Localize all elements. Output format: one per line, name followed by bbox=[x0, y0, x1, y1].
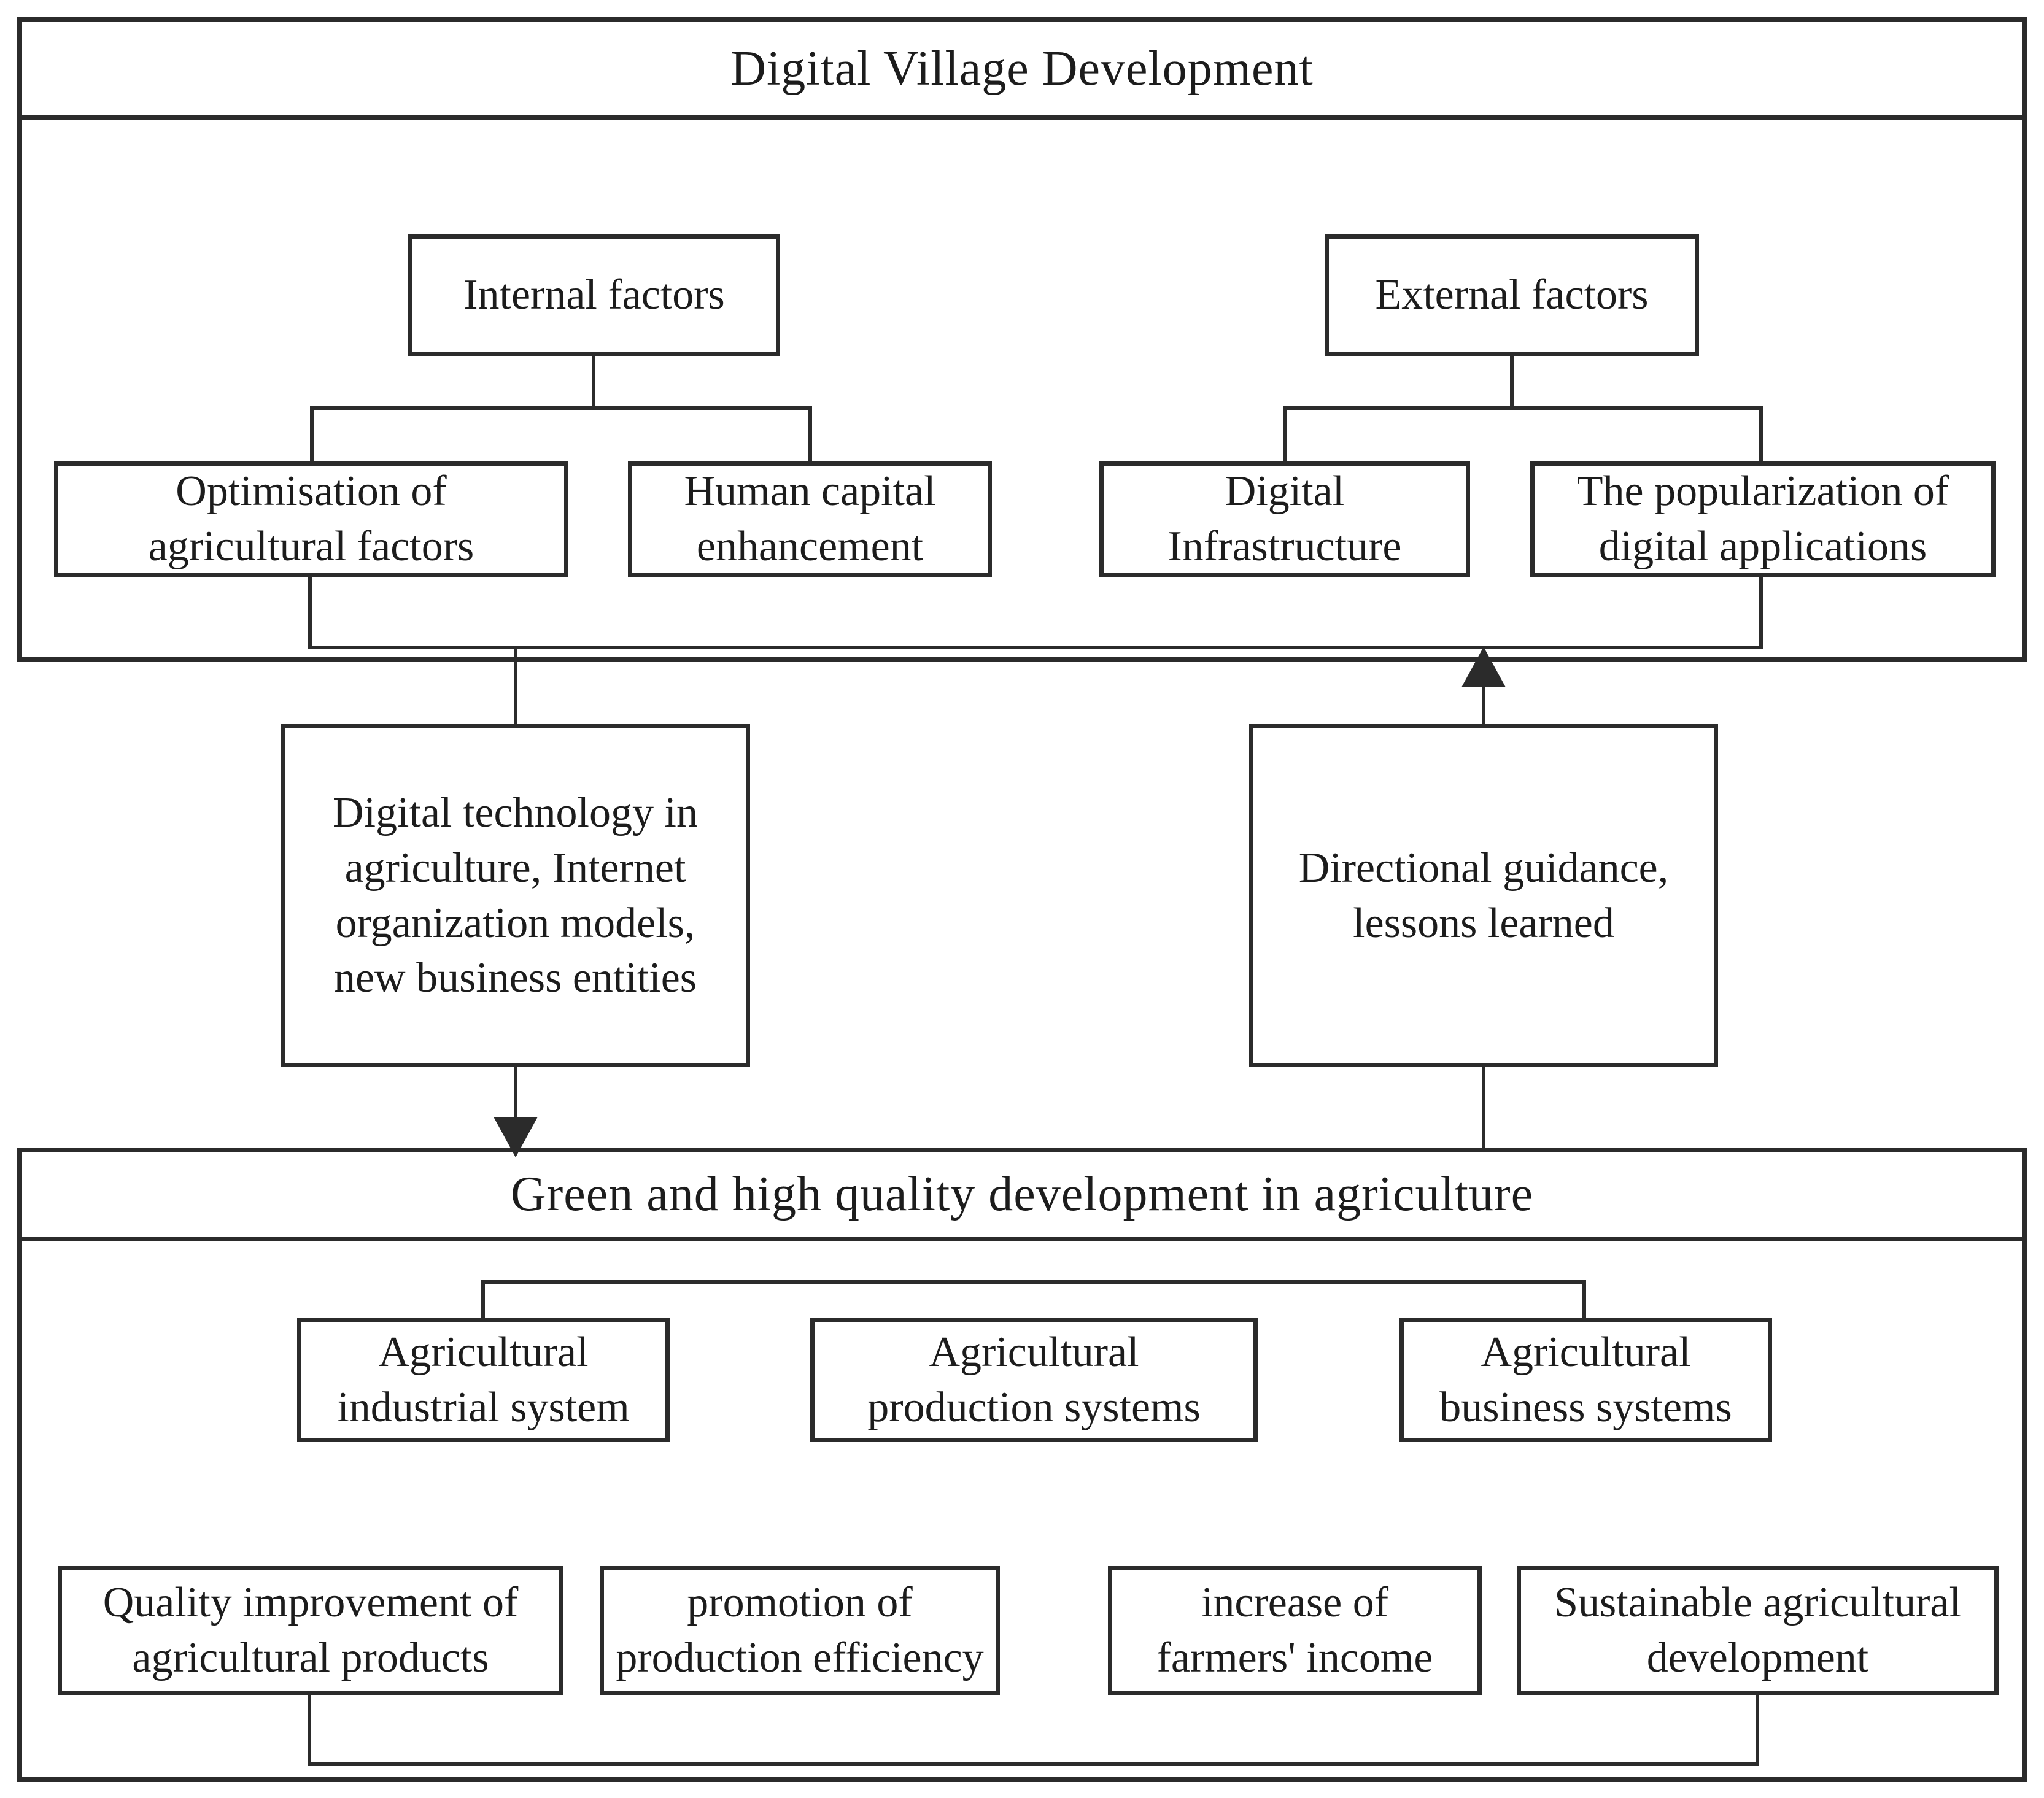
arrow-up-icon bbox=[1461, 647, 1506, 687]
connector-external-stem bbox=[1510, 356, 1514, 409]
bottom-container-title: Green and high quality development in ag… bbox=[22, 1152, 2022, 1241]
node-agricultural-industrial-system: Agricultural industrial system bbox=[297, 1318, 670, 1442]
node-popularization-digital-applications: The popularization of digital applicatio… bbox=[1530, 461, 1996, 577]
node-agricultural-production-systems: Agricultural production systems bbox=[810, 1318, 1258, 1442]
node-internal-factors: Internal factors bbox=[408, 234, 780, 356]
node-optimisation-agricultural-factors: Optimisation of agricultural factors bbox=[54, 461, 568, 577]
connector-internal-stem bbox=[592, 356, 595, 409]
connector-external-right-drop bbox=[1759, 406, 1763, 463]
connector-bus-to-digital-technology bbox=[514, 646, 517, 725]
connector-digital-down-shaft bbox=[514, 1067, 517, 1120]
connector-internal-right-drop bbox=[808, 406, 812, 463]
connector-bottom-to-guidance bbox=[1482, 1067, 1485, 1150]
connector-internal-left-drop bbox=[310, 406, 314, 463]
top-container-title: Digital Village Development bbox=[22, 22, 2022, 120]
connector-bottom-bus bbox=[481, 1280, 1586, 1284]
node-digital-infrastructure: Digital Infrastructure bbox=[1099, 461, 1470, 577]
node-promotion-efficiency: promotion of production efficiency bbox=[600, 1566, 1000, 1695]
connector-popularization-down bbox=[1759, 577, 1763, 649]
connector-quality-down bbox=[308, 1695, 311, 1766]
node-increase-farmers-income: increase of farmers' income bbox=[1108, 1566, 1482, 1695]
connector-external-left-drop bbox=[1283, 406, 1287, 463]
connector-bottom-u bbox=[308, 1762, 1759, 1766]
connector-top-bottom-bus bbox=[308, 646, 1763, 649]
node-human-capital-enhancement: Human capital enhancement bbox=[628, 461, 992, 577]
node-digital-technology: Digital technology in agriculture, Inter… bbox=[281, 724, 750, 1067]
connector-bottom-bus-left-drop bbox=[481, 1280, 485, 1319]
connector-optimisation-down bbox=[308, 577, 312, 649]
connector-guidance-up-shaft bbox=[1482, 685, 1485, 725]
node-sustainable-development: Sustainable agricultural development bbox=[1517, 1566, 1999, 1695]
connector-internal-bus bbox=[310, 406, 812, 410]
node-agricultural-business-systems: Agricultural business systems bbox=[1399, 1318, 1772, 1442]
connector-external-bus bbox=[1283, 406, 1763, 410]
bottom-container: Green and high quality development in ag… bbox=[17, 1148, 2027, 1782]
connector-sustainable-down bbox=[1756, 1695, 1759, 1766]
node-directional-guidance: Directional guidance, lessons learned bbox=[1249, 724, 1718, 1067]
node-external-factors: External factors bbox=[1325, 234, 1699, 356]
connector-bottom-bus-right-drop bbox=[1582, 1280, 1586, 1319]
node-quality-improvement: Quality improvement of agricultural prod… bbox=[58, 1566, 563, 1695]
top-container: Digital Village Development bbox=[17, 17, 2027, 662]
